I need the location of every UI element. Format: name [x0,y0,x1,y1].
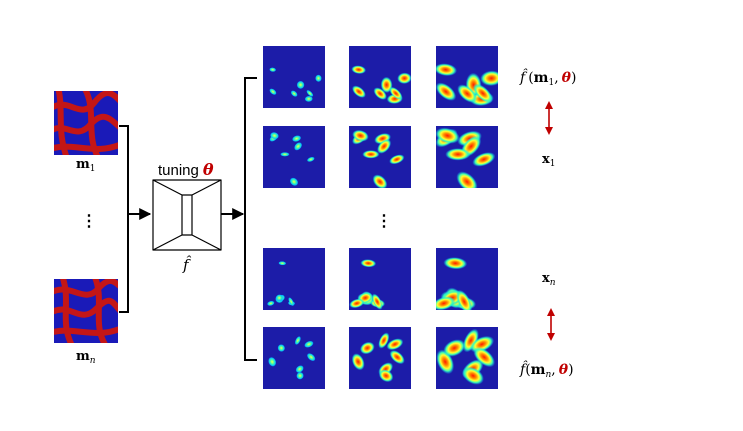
prediction-label-top: f̂(m1,θ) [519,68,576,88]
output-bracket [244,77,257,361]
heatmap-panel [436,248,498,310]
output-heatmaps [263,46,498,389]
input-bracket [119,125,129,313]
heatmap-panel [263,126,325,188]
heatmap-panel [263,327,325,389]
input-field-mn [54,279,118,343]
heatmap-panel [263,248,325,310]
input-field-m1 [54,91,118,155]
heatmap-panel [349,327,411,389]
heatmap-panel [436,327,498,389]
heatmap-panel [436,126,498,188]
observation-label-x1: x1 [542,152,556,169]
compare-arrow-bottom [547,308,555,341]
output-ellipsis: ⋮ [376,211,392,230]
heatmap-panel [349,46,411,108]
heatmap-panel [349,126,411,188]
network-hourglass [152,179,222,251]
input-label-m1: m1 [76,157,96,174]
heatmap-panel [263,46,325,108]
compare-arrow-top [545,101,553,135]
observation-label-xn: xn [542,271,556,288]
model-label: f̂ [182,256,192,274]
input-label-mn: mn [76,349,96,366]
input-ellipsis: ⋮ [81,211,97,230]
heatmap-panel [436,46,498,108]
prediction-label-bottom: f̂(mn,θ) [519,360,574,380]
heatmap-panel [349,248,411,310]
